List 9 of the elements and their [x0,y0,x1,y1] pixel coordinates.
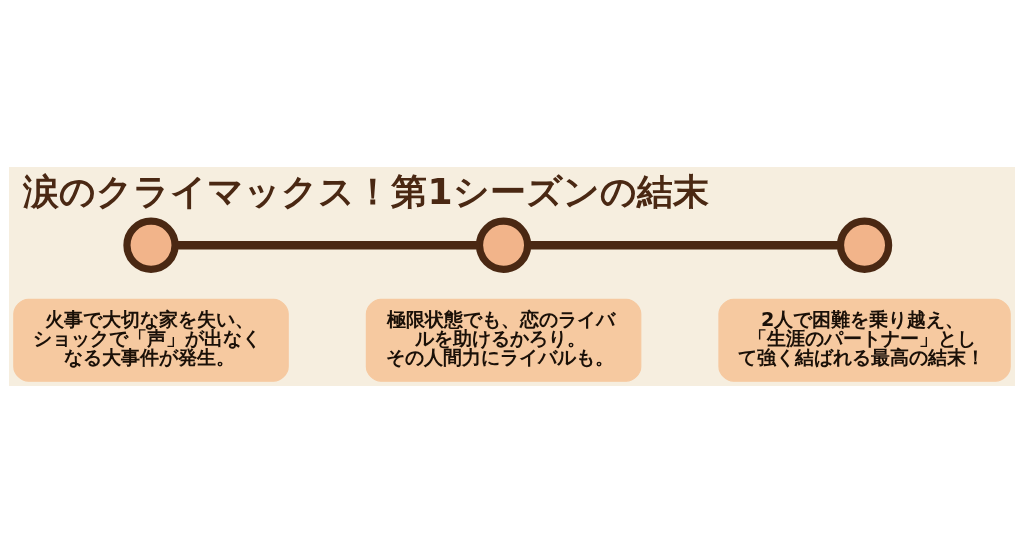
node-circle [123,217,179,273]
node-circle [836,217,893,273]
node-box: 極限状態でも、恋のライバルを助けるかろり。その人間力にライバルも。 [365,298,642,382]
connector [527,240,841,249]
connector [175,240,480,249]
node-box: 火事で大切な家を失い、ショックで「声」が出なくなる大事件が発生。 [13,298,289,382]
diagram-title: 涙のクライマックス！第1シーズンの結末 [23,170,709,213]
node-circle [475,217,532,273]
node-box: 2人で困難を乗り越え、「生涯のパートナー」として強く結ばれる最高の結末！ [718,298,1011,382]
